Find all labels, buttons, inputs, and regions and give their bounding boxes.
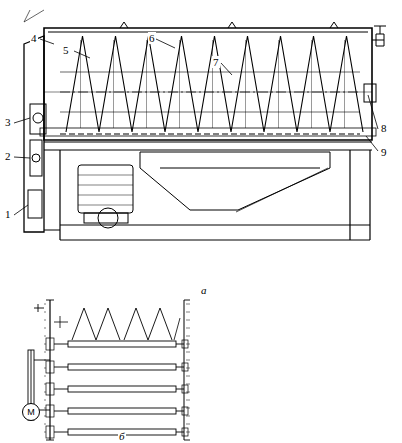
callout-number: 2	[4, 150, 12, 162]
kinematic-scheme	[28, 300, 190, 440]
motor-letter: М	[27, 407, 35, 417]
auger-spiral	[66, 36, 363, 132]
view-letter: а	[200, 284, 208, 296]
machine-frame	[44, 142, 372, 240]
motor-symbol: М	[22, 403, 40, 421]
callout-number: 7	[212, 56, 220, 68]
auger-rollers	[44, 304, 190, 438]
leader-lines	[14, 10, 378, 215]
callout-number: 8	[380, 122, 388, 134]
callout-number: 3	[4, 116, 12, 128]
trough-housing	[24, 22, 386, 232]
callout-number: 6	[148, 32, 156, 44]
view-letter: б	[118, 430, 126, 442]
callout-number: 9	[380, 146, 388, 158]
callout-number: 4	[30, 32, 38, 44]
callout-number: 1	[4, 208, 12, 220]
callout-number: 5	[62, 44, 70, 56]
